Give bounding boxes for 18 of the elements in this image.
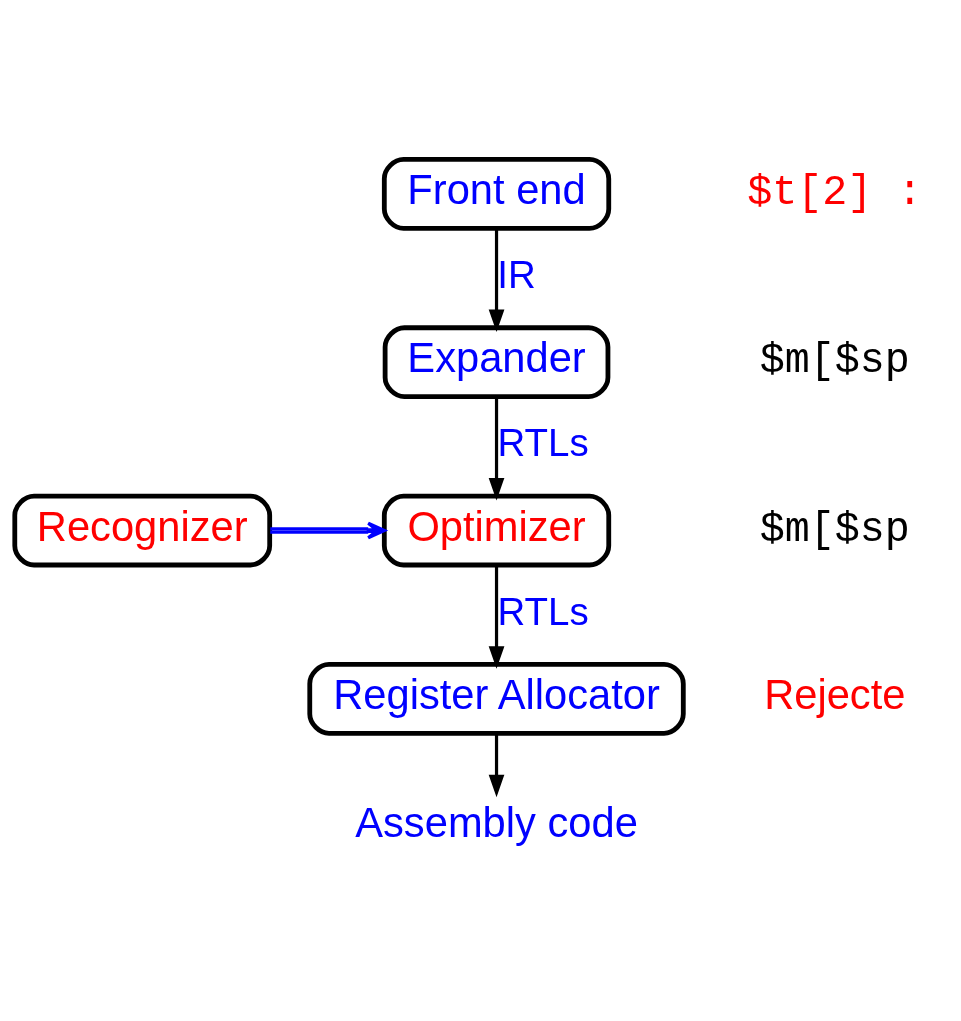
node-box: Register Allocator: [307, 662, 686, 736]
label: Rejecte: [764, 670, 906, 718]
node-box: Recognizer: [12, 493, 273, 568]
arrow: [488, 734, 505, 798]
node-box: Front end: [381, 157, 612, 231]
label: $m[$sp: [759, 337, 910, 386]
arrow: [488, 228, 505, 333]
arrow: [488, 397, 505, 501]
edge-label: RTLs: [497, 421, 589, 465]
label: $t[2] :: [747, 168, 923, 217]
node-box: Expander: [382, 325, 611, 400]
edge-label: RTLs: [497, 589, 589, 633]
node-box: Optimizer: [381, 493, 612, 568]
arrow: [270, 521, 386, 540]
edge-label: IR: [497, 252, 536, 296]
label: $m[$sp: [759, 505, 910, 554]
node-text: Assembly code: [355, 799, 638, 847]
arrow: [488, 565, 505, 669]
